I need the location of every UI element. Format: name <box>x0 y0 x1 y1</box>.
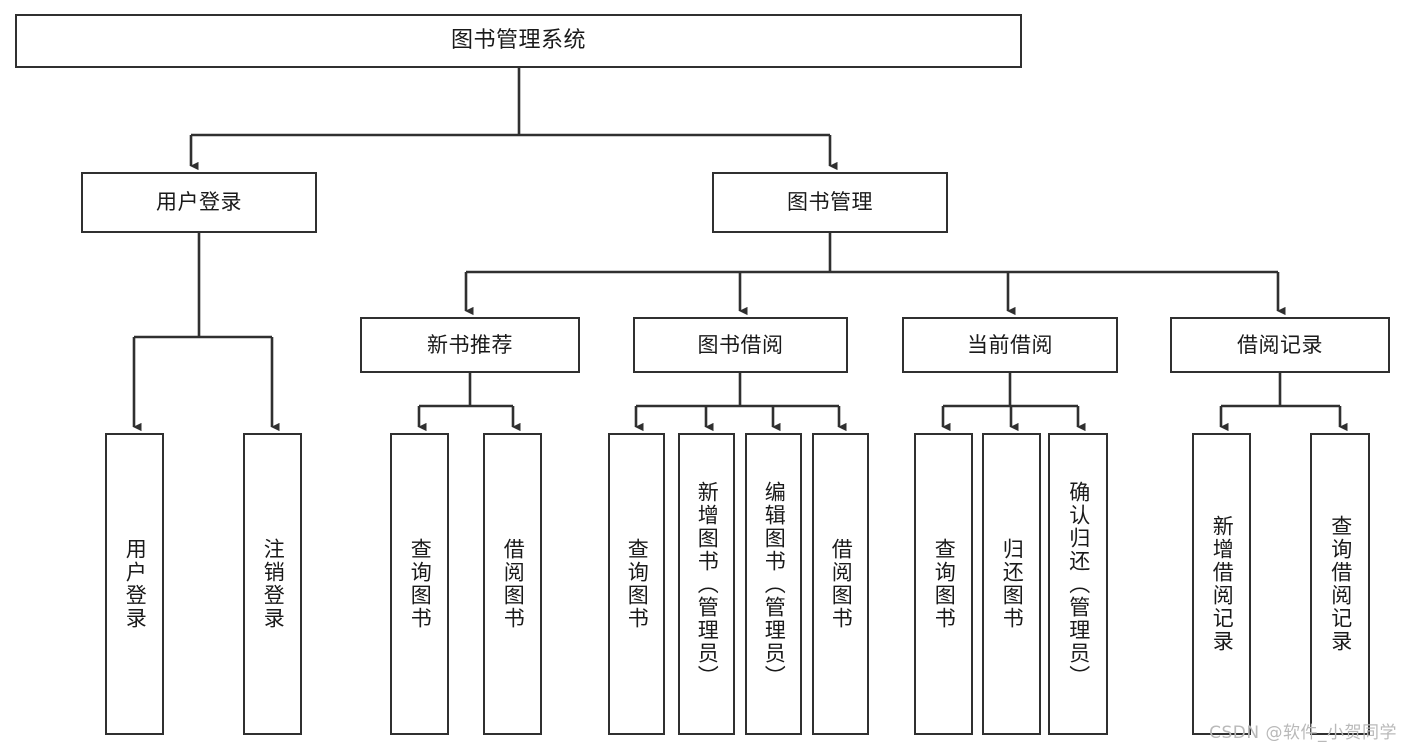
node-leaf-logout[interactable]: 注销登录 <box>243 433 302 735</box>
node-leaf-return-book[interactable]: 归还图书 <box>982 433 1041 735</box>
node-label: 查询图书 <box>932 538 957 630</box>
node-label: 用户登录 <box>123 538 148 630</box>
node-borrowing-record[interactable]: 借阅记录 <box>1170 317 1390 373</box>
node-label: 新增图书（管理员） <box>695 480 720 688</box>
node-label: 借阅图书 <box>501 538 526 630</box>
node-label: 确认归还（管理员） <box>1066 480 1091 688</box>
node-label: 图书管理系统 <box>450 28 586 54</box>
node-new-book-recommendation[interactable]: 新书推荐 <box>360 317 580 373</box>
node-label: 当前借阅 <box>967 332 1053 357</box>
node-root-book-management-system[interactable]: 图书管理系统 <box>15 14 1022 68</box>
node-leaf-add-borrow-record[interactable]: 新增借阅记录 <box>1192 433 1251 735</box>
node-label: 编辑图书（管理员） <box>762 480 787 688</box>
node-leaf-edit-book-admin[interactable]: 编辑图书（管理员） <box>745 433 802 735</box>
node-leaf-borrow-book-new-rec[interactable]: 借阅图书 <box>483 433 542 735</box>
node-label: 借阅图书 <box>829 538 854 630</box>
node-label: 查询图书 <box>625 538 650 630</box>
node-leaf-add-book-admin[interactable]: 新增图书（管理员） <box>678 433 735 735</box>
node-label: 查询图书 <box>408 538 433 630</box>
node-label: 归还图书 <box>1000 538 1025 630</box>
node-label: 借阅记录 <box>1237 332 1323 357</box>
node-label: 图书借阅 <box>697 332 784 357</box>
node-label: 新书推荐 <box>427 332 513 357</box>
node-leaf-query-book-current[interactable]: 查询图书 <box>914 433 973 735</box>
node-leaf-confirm-return-admin[interactable]: 确认归还（管理员） <box>1048 433 1108 735</box>
node-label: 图书管理 <box>787 190 873 215</box>
node-book-borrowing[interactable]: 图书借阅 <box>633 317 848 373</box>
node-label: 查询借阅记录 <box>1328 515 1353 653</box>
node-leaf-borrow-book-borrow[interactable]: 借阅图书 <box>812 433 869 735</box>
node-current-borrowing[interactable]: 当前借阅 <box>902 317 1118 373</box>
node-leaf-query-borrow-record[interactable]: 查询借阅记录 <box>1310 433 1370 735</box>
node-leaf-query-book-new-rec[interactable]: 查询图书 <box>390 433 449 735</box>
node-leaf-user-login[interactable]: 用户登录 <box>105 433 164 735</box>
node-leaf-query-book-borrow[interactable]: 查询图书 <box>608 433 665 735</box>
node-label: 注销登录 <box>261 538 286 630</box>
watermark-text: CSDN @软件_小贺同学 <box>1209 723 1397 743</box>
node-user-login[interactable]: 用户登录 <box>81 172 317 233</box>
node-book-management[interactable]: 图书管理 <box>712 172 948 233</box>
node-label: 新增借阅记录 <box>1210 515 1235 653</box>
node-label: 用户登录 <box>156 190 242 215</box>
